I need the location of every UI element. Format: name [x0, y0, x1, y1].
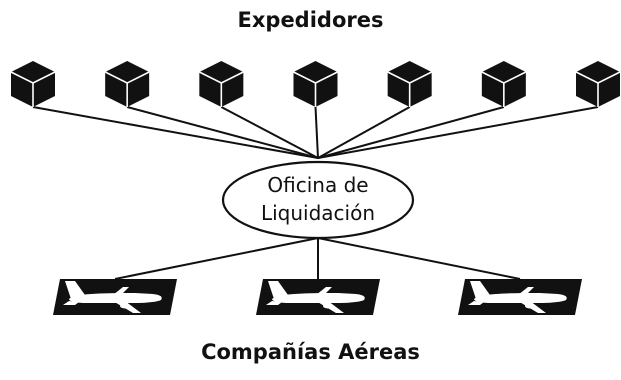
cube-icon — [292, 60, 339, 108]
shippers-label: Expedidores — [237, 8, 384, 32]
connector-lines-top — [32, 106, 599, 159]
connector-lines-bottom — [114, 237, 521, 280]
cube-icon — [575, 60, 621, 108]
clearing-office-label: Oficina de Liquidación — [222, 171, 414, 227]
connector-line — [314, 106, 319, 159]
connector-line — [220, 106, 319, 159]
connector-line — [317, 106, 411, 159]
airlines-label: Compañías Aéreas — [201, 340, 420, 364]
clearing-office-line-1: Oficina de — [267, 173, 369, 197]
shipper-nodes — [10, 60, 621, 108]
airplane-icon — [53, 279, 177, 315]
cube-icon — [386, 60, 433, 108]
airplane-icon — [458, 279, 582, 315]
connector-line — [317, 106, 599, 159]
cube-icon — [104, 60, 150, 108]
clearing-office-node — [221, 160, 415, 240]
cube-icon — [10, 60, 56, 108]
airline-nodes — [53, 279, 582, 315]
connector-line — [317, 237, 521, 280]
connector-line — [126, 106, 319, 159]
connector-line — [317, 106, 505, 159]
connector-line — [32, 106, 319, 159]
cube-icon — [198, 60, 245, 108]
airplane-icon — [256, 279, 380, 315]
connector-line — [114, 237, 319, 280]
clearing-office-line-2: Liquidación — [260, 201, 376, 225]
cube-icon — [481, 60, 527, 108]
